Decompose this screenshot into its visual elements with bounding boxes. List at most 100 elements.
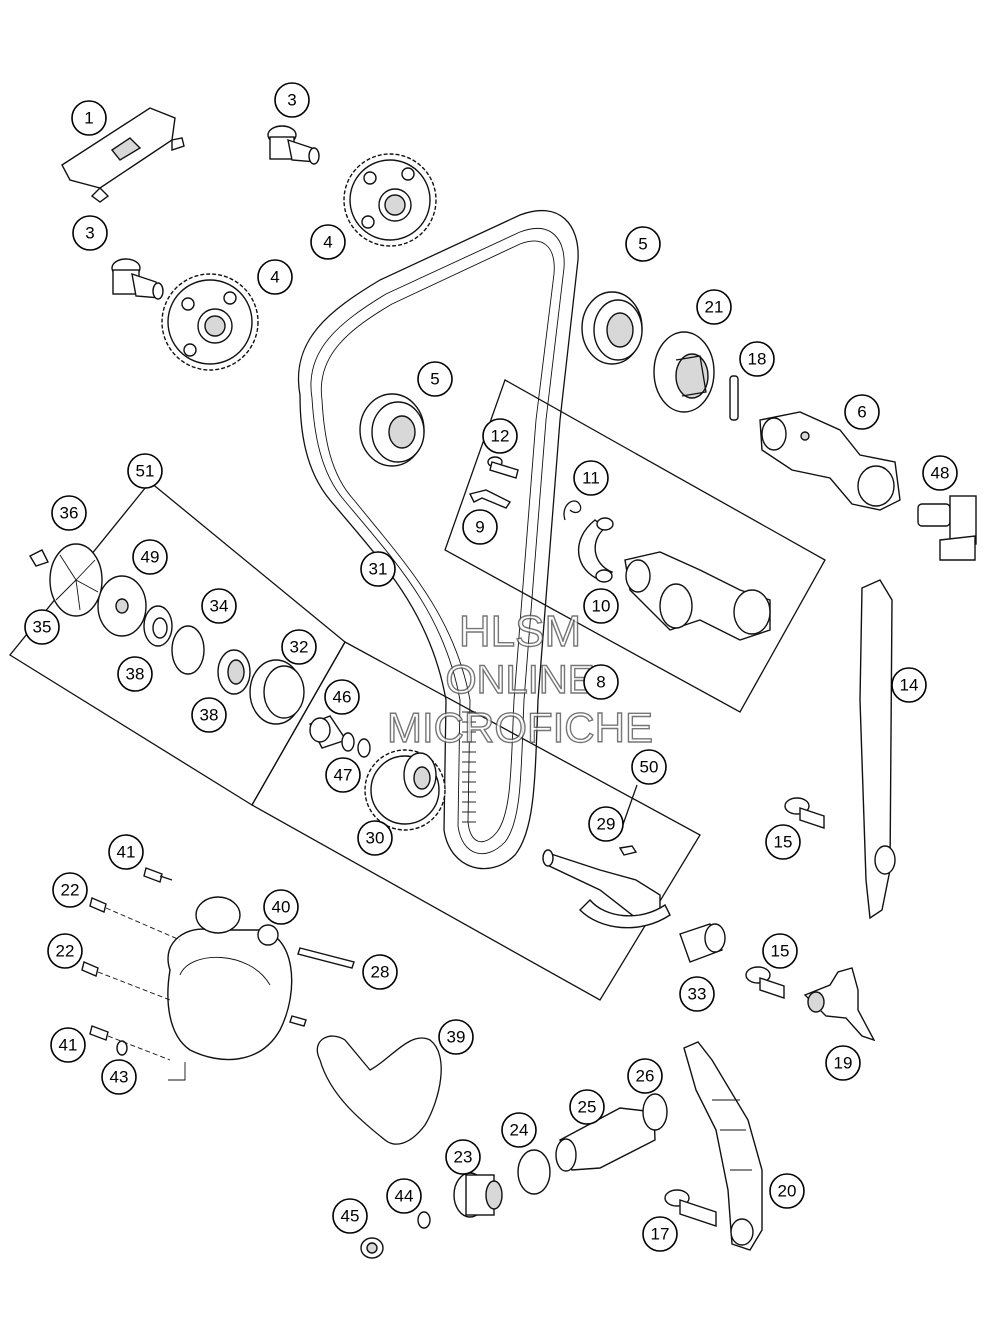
svg-text:40: 40	[272, 898, 291, 917]
svg-text:12: 12	[491, 427, 510, 446]
callout-46: 46	[324, 679, 360, 715]
bolt-part-22-lower	[81, 961, 99, 977]
leader-lines-cover	[97, 907, 186, 1081]
o-ring-part-44	[417, 1211, 431, 1229]
callout-40: 40	[263, 889, 299, 925]
svg-text:32: 32	[290, 638, 309, 657]
svg-text:39: 39	[447, 1028, 466, 1047]
svg-text:24: 24	[510, 1121, 529, 1140]
bolt-part-22-upper	[89, 897, 107, 913]
bearing-part-5-right	[581, 291, 643, 365]
svg-text:49: 49	[141, 548, 160, 567]
callout-41-lower: 41	[50, 1027, 86, 1063]
callout-34: 34	[201, 588, 237, 624]
svg-text:38: 38	[200, 706, 219, 725]
o-ring-part-24	[517, 1149, 551, 1195]
water-pump-cover-part-40	[167, 896, 293, 1061]
svg-text:15: 15	[771, 942, 790, 961]
callout-47: 47	[325, 757, 361, 793]
bolt-part-15-upper	[784, 797, 825, 829]
callout-44: 44	[386, 1178, 422, 1214]
svg-text:8: 8	[596, 673, 605, 692]
bolt-part-3-lower	[111, 258, 164, 300]
callout-22-lower: 22	[47, 933, 83, 969]
callout-33: 33	[679, 976, 715, 1012]
svg-text:15: 15	[774, 833, 793, 852]
callout-5-left: 5	[417, 361, 453, 397]
svg-text:31: 31	[369, 560, 388, 579]
bearing-part-5-left	[359, 393, 425, 467]
callout-28: 28	[362, 954, 398, 990]
svg-text:48: 48	[931, 464, 950, 483]
impeller-part-35	[29, 543, 103, 617]
clip-part-9	[468, 489, 512, 509]
callout-22-upper: 22	[52, 872, 88, 908]
callout-41-upper: 41	[108, 834, 144, 870]
svg-text:29: 29	[597, 815, 616, 834]
callout-31: 31	[360, 551, 396, 587]
bracket-part	[61, 107, 185, 203]
callout-36: 36	[51, 495, 87, 531]
o-ring-part-26	[642, 1093, 668, 1131]
callout-20: 20	[769, 1173, 805, 1209]
callout-30: 30	[357, 820, 393, 856]
watermark: HLSM ONLINE MICROFICHE	[386, 606, 653, 751]
bolt-part-15-lower	[745, 966, 785, 999]
screw-part-12	[487, 456, 519, 479]
callout-14: 14	[891, 667, 927, 703]
svg-text:44: 44	[395, 1187, 414, 1206]
svg-text:1: 1	[84, 109, 93, 128]
washer-part-43	[116, 1040, 128, 1056]
callout-25: 25	[569, 1089, 605, 1125]
callout-23: 23	[445, 1139, 481, 1175]
svg-text:35: 35	[33, 618, 52, 637]
watermark-line-1: HLSM	[459, 607, 581, 656]
callout-38-right: 38	[191, 697, 227, 733]
callout-45: 45	[332, 1198, 368, 1234]
gear-part-4-lower	[161, 273, 259, 371]
svg-text:11: 11	[582, 469, 600, 488]
disc-part-49	[97, 575, 147, 637]
svg-text:20: 20	[778, 1182, 797, 1201]
svg-text:19: 19	[834, 1054, 853, 1073]
fitting-part-23	[453, 1172, 503, 1218]
callout-10: 10	[583, 588, 619, 624]
svg-text:9: 9	[475, 518, 484, 537]
svg-text:3: 3	[85, 224, 94, 243]
shaft-part-29	[542, 845, 671, 929]
svg-text:33: 33	[688, 985, 707, 1004]
svg-text:41: 41	[117, 843, 136, 862]
callout-11: 11	[573, 460, 609, 496]
needle-bearing-part-33	[679, 923, 726, 963]
callout-1: 1	[71, 100, 107, 136]
svg-text:28: 28	[371, 963, 390, 982]
callout-21: 21	[696, 289, 732, 325]
callout-15-upper: 15	[765, 824, 801, 860]
svg-text:41: 41	[59, 1036, 78, 1055]
callout-32: 32	[281, 629, 317, 665]
timing-chain	[297, 209, 579, 870]
sensor-part-48	[917, 495, 977, 561]
svg-text:23: 23	[454, 1148, 473, 1167]
callout-12: 12	[482, 418, 518, 454]
svg-text:10: 10	[592, 597, 611, 616]
callout-29: 29	[588, 806, 624, 842]
gear-part-30	[364, 749, 446, 831]
bolt-part-3-upper	[267, 125, 320, 165]
gasket-part-39	[316, 1035, 442, 1145]
svg-text:51: 51	[136, 462, 155, 481]
svg-text:34: 34	[210, 597, 229, 616]
callout-49: 49	[132, 539, 168, 575]
svg-text:50: 50	[640, 758, 659, 777]
svg-text:30: 30	[366, 829, 385, 848]
svg-text:22: 22	[61, 881, 80, 900]
tensioner-rail-part-20	[683, 1041, 763, 1251]
decompressor-part-10	[578, 517, 614, 583]
sleeve-part-46	[309, 715, 348, 749]
svg-text:46: 46	[333, 688, 352, 707]
camshaft-part-8	[624, 551, 771, 641]
bolt-part-41-lower	[89, 1025, 109, 1041]
watermark-line-2: ONLINE	[446, 658, 595, 702]
svg-text:26: 26	[636, 1067, 655, 1086]
svg-text:25: 25	[578, 1098, 597, 1117]
